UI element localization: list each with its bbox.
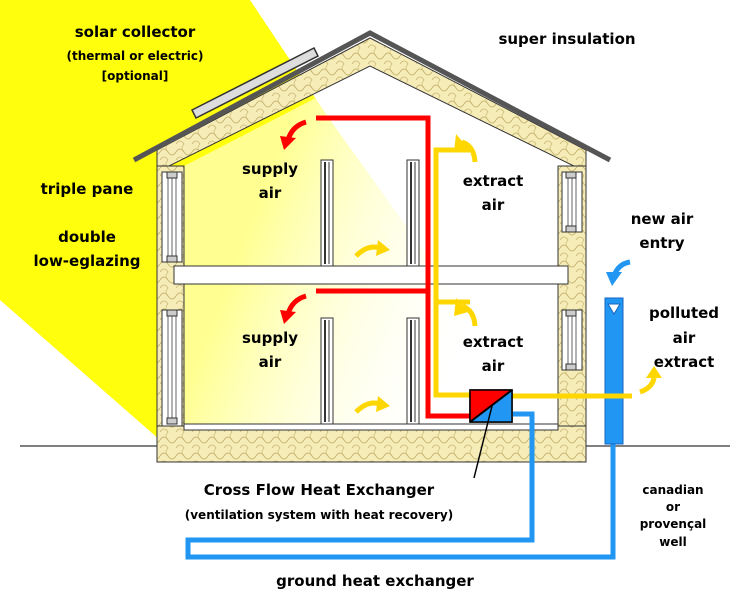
label-double: double xyxy=(58,228,116,246)
supply-air-duct xyxy=(316,115,470,419)
label-low-eglazing: low-eglazing xyxy=(34,252,141,270)
label-well-1: canadian xyxy=(642,483,703,497)
partition-walls xyxy=(320,159,420,425)
heat-exchanger-pointer xyxy=(473,405,493,479)
floor-insulation xyxy=(156,425,587,463)
new-air-entry-pipe xyxy=(604,297,624,445)
extract-arrow-upper xyxy=(454,134,478,163)
label-solar-collector-sub1: (thermal or electric) xyxy=(67,49,204,63)
label-well-3: provençal xyxy=(640,517,707,531)
floor-slab xyxy=(173,265,569,285)
label-supply-air-lower-2: air xyxy=(259,353,282,371)
flow-arrow-upper-middle xyxy=(354,240,390,258)
solar-collector-panel xyxy=(190,46,320,120)
label-polluted: polluted xyxy=(649,304,719,322)
label-well-4: well xyxy=(659,535,686,549)
polluted-air-arrow xyxy=(639,366,662,395)
label-solar-collector-sub2: [optional] xyxy=(102,69,169,83)
extract-arrow-lower xyxy=(454,298,478,327)
label-extract-air-lower-2: air xyxy=(482,357,505,375)
flow-arrow-lower-middle xyxy=(354,396,390,414)
extract-air-duct xyxy=(433,147,632,399)
supply-arrow-upper xyxy=(280,119,307,150)
label-well-2: or xyxy=(666,500,680,514)
window-right-lower xyxy=(561,309,583,371)
window-left-lower xyxy=(161,309,183,427)
roof xyxy=(132,30,612,163)
supply-arrow-lower xyxy=(280,293,307,324)
label-new-air: new air xyxy=(631,210,694,228)
label-extract-air-lower: extract xyxy=(463,333,524,351)
label-polluted-air: air xyxy=(673,329,696,347)
label-ground-heat-exchanger: ground heat exchanger xyxy=(276,572,474,590)
window-left-upper xyxy=(161,171,183,263)
label-solar-collector: solar collector xyxy=(75,23,196,41)
label-triple-pane: triple pane xyxy=(41,180,134,198)
label-extract-air-upper-2: air xyxy=(482,196,505,214)
label-extract-air-upper: extract xyxy=(463,172,524,190)
label-supply-air-upper-2: air xyxy=(259,184,282,202)
label-new-air-entry: entry xyxy=(639,234,684,252)
label-super-insulation: super insulation xyxy=(498,30,635,48)
label-supply-air-upper: supply xyxy=(242,160,298,178)
ground-heat-exchanger-duct xyxy=(185,411,616,560)
heat-exchanger-unit xyxy=(469,389,513,423)
window-right-upper xyxy=(561,171,583,233)
label-heat-exchanger-sub: (ventilation system with heat recovery) xyxy=(185,508,453,522)
label-supply-air-lower: supply xyxy=(242,329,298,347)
label-polluted-extract: extract xyxy=(654,353,715,371)
new-air-arrow xyxy=(606,259,631,286)
label-heat-exchanger-title: Cross Flow Heat Exchanger xyxy=(204,481,435,499)
